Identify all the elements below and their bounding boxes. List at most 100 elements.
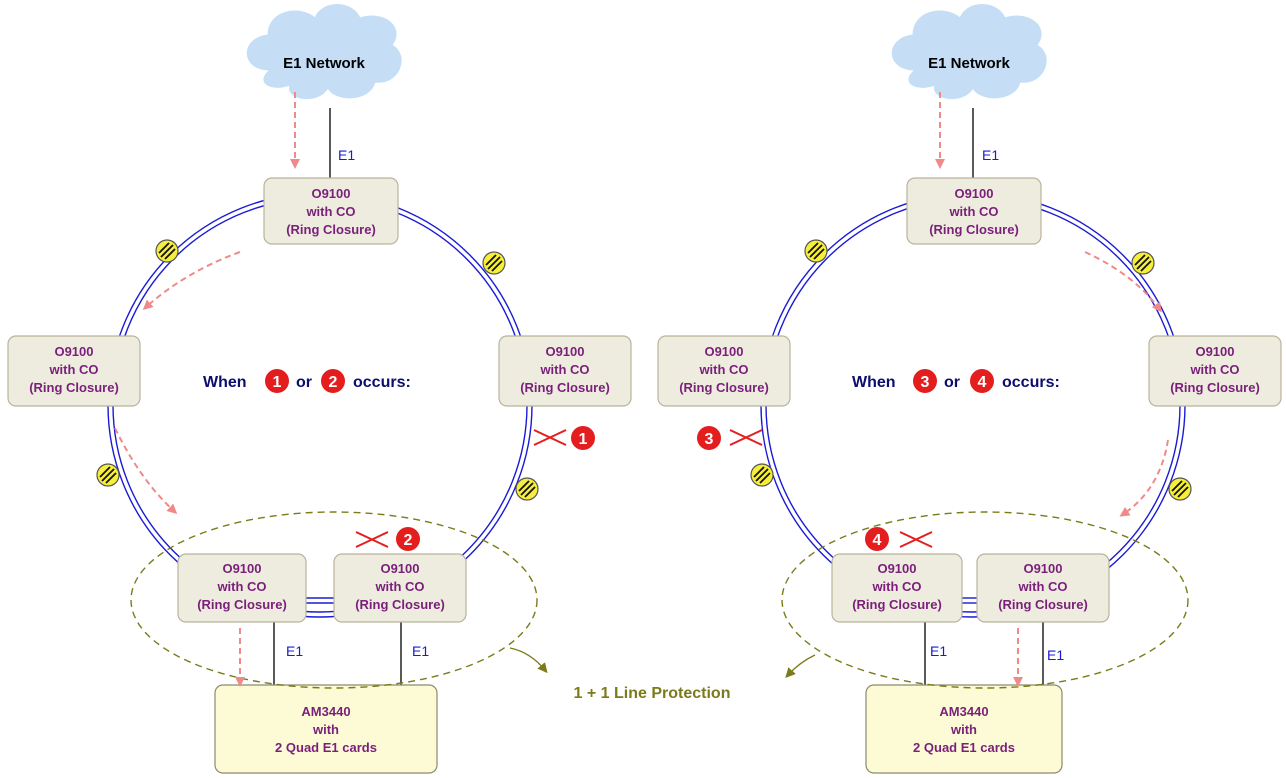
am3440-box: AM3440 with 2 Quad E1 cards — [865, 684, 1063, 774]
node-label-with: with CO — [216, 579, 266, 594]
failure-badge-number: 4 — [978, 374, 987, 391]
break-mark-x-icon — [729, 429, 763, 446]
e1-label: E1 — [982, 147, 999, 163]
o9100-node-bottom-right: O9100 with CO (Ring Closure) — [976, 553, 1110, 623]
protection-caption: 1 + 1 Line Protection — [574, 685, 731, 702]
node-label-closure: (Ring Closure) — [197, 597, 287, 612]
node-label-closure: (Ring Closure) — [1170, 380, 1260, 395]
e1-label: E1 — [338, 147, 355, 163]
repeater-icon — [1131, 251, 1155, 275]
or-text: or — [296, 374, 312, 391]
o9100-node-top: O9100 with CO (Ring Closure) — [263, 177, 399, 245]
node-label-model: O9100 — [311, 186, 350, 201]
or-text: or — [944, 374, 960, 391]
o9100-node-bottom-left: O9100 with CO (Ring Closure) — [831, 553, 963, 623]
failure-badge — [970, 369, 994, 393]
am-label-model: AM3440 — [939, 704, 988, 719]
failure-badge — [265, 369, 289, 393]
failure-badge — [913, 369, 937, 393]
node-label-closure: (Ring Closure) — [929, 222, 1019, 237]
node-label-with: with CO — [871, 579, 921, 594]
node-label-closure: (Ring Closure) — [29, 380, 119, 395]
repeater-icon — [515, 477, 539, 501]
o9100-node-bottom-right: O9100 with CO (Ring Closure) — [333, 553, 467, 623]
repeater-icon — [1168, 477, 1192, 501]
protection-ellipse — [781, 511, 1189, 689]
node-label-closure: (Ring Closure) — [679, 380, 769, 395]
node-label-closure: (Ring Closure) — [286, 222, 376, 237]
node-label-model: O9100 — [222, 561, 261, 576]
protection-pointer-arrow — [785, 654, 816, 678]
e1-network-cloud: E1 Network — [246, 4, 402, 100]
break-mark-x-icon — [899, 531, 933, 548]
node-label-model: O9100 — [954, 186, 993, 201]
e1-label: E1 — [1047, 647, 1064, 663]
node-label-with: with CO — [539, 362, 589, 377]
node-label-model: O9100 — [380, 561, 419, 576]
failure-badge: 1 — [571, 426, 595, 450]
failure-badge: 4 — [865, 527, 889, 551]
signal-flow-arrow — [114, 427, 178, 515]
node-label-with: with CO — [698, 362, 748, 377]
node-label-closure: (Ring Closure) — [520, 380, 610, 395]
failure-condition-caption: When 3 or 4 occurs: — [852, 369, 1060, 393]
e1-label: E1 — [930, 643, 947, 659]
am-label-cards: 2 Quad E1 cards — [913, 740, 1015, 755]
failure-badge-number: 4 — [873, 532, 882, 549]
e1-network-cloud: E1 Network — [891, 4, 1047, 100]
occurs-text: occurs: — [1002, 374, 1060, 391]
failure-badge-number: 3 — [921, 374, 930, 391]
signal-flow-arrow — [1119, 439, 1169, 517]
occurs-text: occurs: — [353, 374, 411, 391]
failure-condition-caption: When 1 or 2 occurs: — [203, 369, 411, 393]
failure-badge — [321, 369, 345, 393]
failure-badge-number: 2 — [329, 374, 338, 391]
break-mark-x-icon — [533, 429, 567, 446]
failure-badge: 3 — [697, 426, 721, 450]
node-label-model: O9100 — [545, 344, 584, 359]
node-label-with: with CO — [374, 579, 424, 594]
node-label-with: with CO — [948, 204, 998, 219]
am-label-cards: 2 Quad E1 cards — [275, 740, 377, 755]
signal-flow-arrow — [142, 251, 241, 311]
node-label-model: O9100 — [877, 561, 916, 576]
o9100-node-left: O9100 with CO (Ring Closure) — [7, 335, 141, 407]
am-label-with: with — [950, 722, 977, 737]
repeater-icon — [155, 239, 179, 263]
left-bottom-link — [305, 597, 335, 604]
node-label-model: O9100 — [704, 344, 743, 359]
repeater-icon — [750, 463, 774, 487]
right-bottom-link — [962, 597, 978, 604]
when-text: When — [203, 374, 247, 391]
e1-label: E1 — [412, 643, 429, 659]
protection-pointer-arrow — [509, 647, 548, 674]
failure-badge-number: 3 — [705, 431, 714, 448]
e1-label: E1 — [286, 643, 303, 659]
node-label-model: O9100 — [54, 344, 93, 359]
node-label-closure: (Ring Closure) — [852, 597, 942, 612]
o9100-node-top: O9100 with CO (Ring Closure) — [906, 177, 1042, 245]
protection-ellipse — [130, 511, 538, 689]
cloud-label: E1 Network — [283, 55, 365, 72]
node-label-model: O9100 — [1023, 561, 1062, 576]
node-label-with: with CO — [305, 204, 355, 219]
o9100-node-right: O9100 with CO (Ring Closure) — [498, 335, 632, 407]
o9100-node-left: O9100 with CO (Ring Closure) — [657, 335, 791, 407]
node-label-with: with CO — [48, 362, 98, 377]
left-diagram: E1 Network E1 O9100 with CO (Ring Closur… — [7, 4, 632, 774]
right-diagram: E1 Network E1 O9100 with CO (Ring Closur… — [657, 4, 1282, 774]
am-label-model: AM3440 — [301, 704, 350, 719]
o9100-node-bottom-left: O9100 with CO (Ring Closure) — [177, 553, 307, 623]
when-text: When — [852, 374, 896, 391]
am-label-with: with — [312, 722, 339, 737]
node-label-with: with CO — [1189, 362, 1239, 377]
break-mark-x-icon — [355, 531, 389, 548]
failure-badge: 2 — [396, 527, 420, 551]
node-label-model: O9100 — [1195, 344, 1234, 359]
node-label-closure: (Ring Closure) — [998, 597, 1088, 612]
repeater-icon — [482, 251, 506, 275]
o9100-node-right: O9100 with CO (Ring Closure) — [1148, 335, 1282, 407]
failure-badge-number: 1 — [273, 374, 282, 391]
